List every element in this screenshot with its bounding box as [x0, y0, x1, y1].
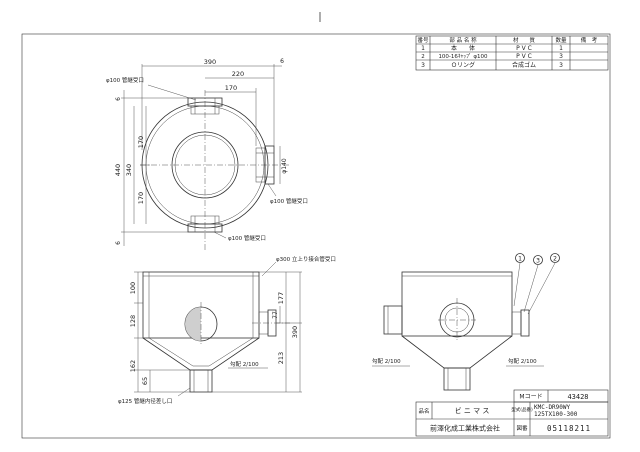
side-view: 1 3 2 勾配 2/100 勾配 2/100: [372, 253, 560, 391]
dim-162: 162: [129, 360, 137, 372]
table-header-no: 番号: [417, 37, 429, 44]
top-inlet-pipe: [187, 97, 223, 115]
table-row-3-no: 3: [421, 62, 425, 69]
company-name: 前澤化成工業株式会社: [430, 424, 500, 433]
dim-340: 340: [125, 164, 133, 176]
callout-2: [550, 253, 560, 263]
side-right-pipe: [511, 311, 522, 335]
dim-440: 440: [114, 164, 122, 176]
side-slope-left: 勾配 2/100: [372, 357, 401, 365]
table-row-3-material: 合成ゴム: [512, 61, 536, 69]
dim-77: 77: [272, 311, 279, 319]
model-line-2: 125TX100-300: [534, 411, 578, 418]
front-outlet-pipe: [189, 369, 213, 393]
table-row-1-qty: 1: [559, 45, 563, 52]
dim-phi140: φ140: [281, 158, 288, 174]
callout-3: [533, 255, 543, 265]
table-row-2-material: P V C: [516, 53, 532, 60]
callout-1: [515, 253, 525, 263]
table-row-1-no: 1: [421, 45, 425, 52]
dim-128: 128: [129, 315, 137, 327]
model-line-1: KMC-DR90WY: [534, 404, 571, 411]
side-cone: [401, 335, 513, 369]
dim-213: 213: [277, 352, 285, 364]
title-block: Mコード 43428 品名 ビ ニ マ ス 型式(品番) KMC-DR90WY …: [415, 389, 609, 437]
dim-6-top: 6: [115, 97, 122, 101]
dim-6-bottom: 6: [115, 241, 122, 245]
m-code-value: 43428: [567, 393, 588, 401]
model-label: 型式(品番): [511, 406, 533, 413]
label-inlet-bottom: φ100 管継受口: [228, 234, 266, 242]
table-header-name: 部 品 名 称: [449, 36, 477, 44]
label-bottom-outlet: φ125 管継内径差し口: [118, 397, 172, 405]
dim-65: 65: [141, 377, 149, 385]
dim-390-vertical: 390: [291, 326, 299, 338]
callout-3-label: 3: [536, 258, 540, 265]
dim-170-lower: 170: [137, 192, 145, 204]
side-left-pipe: [383, 305, 403, 335]
table-row-2-qty: 3: [559, 53, 563, 60]
right-inlet-pipe: [255, 145, 275, 185]
table-row-2-name: 100-16ｷｬｯﾌﾟ φ100: [438, 53, 488, 60]
side-slope-right: 勾配 2/100: [508, 357, 537, 365]
label-inlet-right: φ100 管継受口: [270, 197, 308, 205]
dim-170-horizontal: 170: [225, 84, 237, 92]
label-top-socket: φ300 立上り接合管受口: [276, 255, 336, 263]
table-row-1-material: P V C: [516, 45, 532, 52]
callout-2-label: 2: [553, 256, 557, 263]
name-label: 品名: [418, 407, 429, 415]
table-header-qty: 数量: [555, 36, 567, 44]
table-row-1-name: 本 体: [451, 44, 475, 52]
m-code-label: Mコード: [519, 394, 542, 401]
bottom-inlet-pipe: [187, 215, 223, 233]
top-riser-inner: [174, 134, 236, 196]
label-inlet-top: φ100 管継受口: [106, 76, 144, 84]
front-slope-label: 勾配 2/100: [230, 360, 259, 368]
drawing-no-label: 図番: [516, 425, 528, 432]
product-name: ビ ニ マ ス: [455, 406, 490, 415]
sheet-border: [21, 33, 611, 439]
table-header-material: 材 質: [513, 36, 536, 44]
top-riser-outer: [171, 131, 239, 199]
dim-390: 390: [204, 58, 216, 66]
table-row-2-no: 2: [421, 54, 425, 60]
dim-6-right: 6: [280, 58, 284, 65]
table-row-3-qty: 3: [559, 62, 563, 69]
dim-220: 220: [232, 70, 244, 78]
dim-177: 177: [277, 292, 285, 304]
dim-170-upper: 170: [137, 136, 145, 148]
front-view: 100 128 162 65 177 213 77 390 φ300 立上り接合…: [118, 255, 336, 405]
parts-table: 番号 部 品 名 称 材 質 数量 備 考 1 本 体 P V C 1 2 10…: [415, 35, 609, 71]
side-outlet-pipe: [443, 367, 471, 391]
top-view: 390 6 220 170 6 6 440 340 170 170 φ140 φ…: [106, 58, 308, 250]
table-header-remarks: 備 考: [581, 36, 598, 44]
table-row-3-name: Ｏリング: [451, 61, 475, 69]
dim-100: 100: [129, 282, 137, 294]
callout-1-label: 1: [518, 256, 522, 263]
drawing-no: 05118211: [547, 424, 591, 433]
